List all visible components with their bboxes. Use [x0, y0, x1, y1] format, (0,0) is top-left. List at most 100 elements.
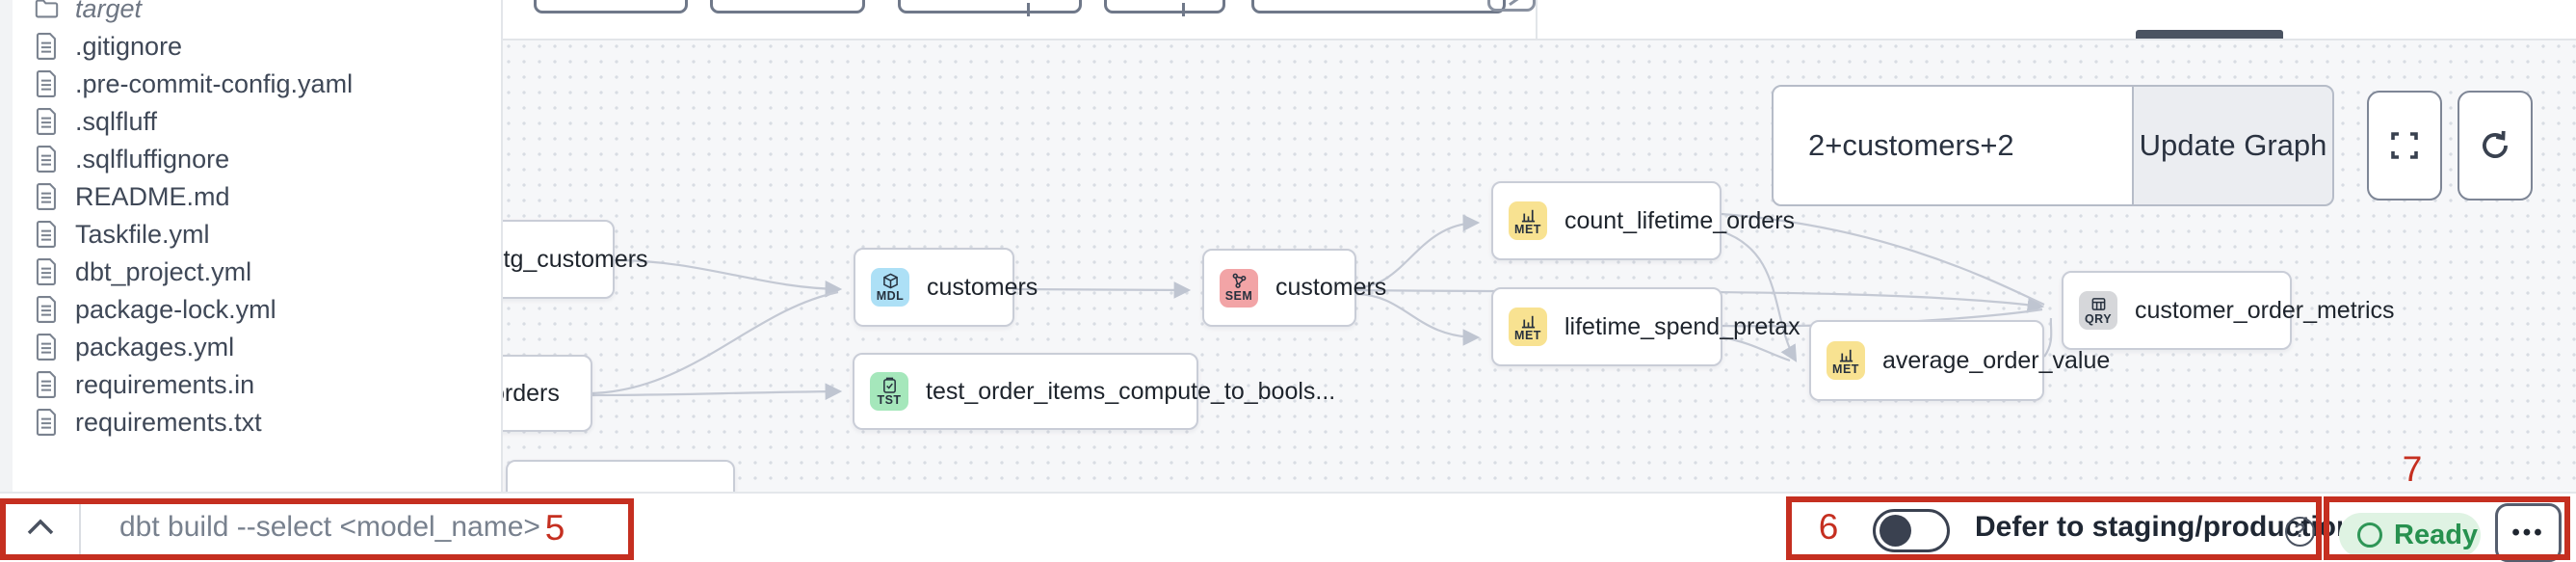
sidebar-gutter [0, 0, 13, 561]
selector-input[interactable]: 2+customers+2 [1772, 85, 2134, 206]
test-badge: TST [870, 372, 908, 411]
divider [79, 499, 81, 559]
file-row[interactable]: requirements.txt [13, 404, 499, 441]
defer-toggle[interactable] [1873, 509, 1950, 552]
file-icon [36, 371, 56, 398]
node-average-order-value[interactable]: MET average_order_value [1809, 320, 2110, 401]
file-row[interactable]: requirements.in [13, 366, 499, 403]
file-row[interactable]: .pre-commit-config.yaml [13, 66, 499, 102]
node-stg-customers[interactable]: stg_customers [503, 220, 648, 299]
node-count-lifetime-orders[interactable]: MET count_lifetime_orders [1491, 181, 1795, 260]
bar-chart-icon [1521, 315, 1535, 329]
node-test-order-items[interactable]: TST test_order_items_compute_to_bools... [853, 353, 1335, 430]
folder-icon [35, 0, 59, 18]
file-name: .pre-commit-config.yaml [75, 68, 354, 98]
toolbar-button[interactable] [710, 0, 865, 13]
node-label: average_order_value [1882, 346, 2111, 374]
file-icon [36, 33, 56, 60]
file-icon [36, 108, 56, 135]
file-name: package-lock.yml [75, 294, 276, 324]
node-customers-model[interactable]: MDL customers [854, 248, 1038, 327]
toolbar-button[interactable] [534, 0, 688, 13]
toolbar-button-group[interactable] [898, 0, 1082, 16]
table-icon [2091, 297, 2105, 310]
node-label: customers [1275, 274, 1387, 301]
command-input[interactable]: dbt build --select <model_name> [119, 511, 540, 543]
collapse-panel-button[interactable] [19, 503, 62, 551]
node-customer-order-metrics[interactable]: QRY customer_order_metrics [2062, 271, 2395, 350]
bar-chart-icon [1521, 209, 1535, 223]
node-label: lifetime_spend_pretax [1564, 312, 1801, 340]
fullscreen-icon [2391, 132, 2418, 159]
metric-badge: MET [1509, 201, 1547, 240]
file-name: packages.yml [75, 332, 235, 361]
selector-value: 2+customers+2 [1808, 128, 2014, 162]
file-icon [36, 334, 56, 361]
node-lifetime-spend-pretax[interactable]: MET lifetime_spend_pretax [1491, 287, 1801, 366]
file-name: .sqlfluff [75, 106, 158, 136]
node-label: test_order_items_compute_to_bools... [926, 377, 1336, 405]
file-row-target[interactable]: target [13, 0, 499, 27]
file-icon [36, 146, 56, 173]
bar-chart-icon [1839, 349, 1853, 362]
file-icon [36, 183, 56, 210]
file-name: requirements.txt [75, 407, 262, 437]
command-bar: dbt build --select <model_name> 6 Defer … [0, 492, 2576, 562]
node-orders[interactable]: orders [491, 355, 592, 432]
file-name: requirements.in [75, 369, 255, 399]
node-label: orders [491, 379, 560, 407]
file-icon [36, 258, 56, 285]
semantic-badge: SEM [1220, 268, 1258, 308]
file-row[interactable]: .sqlfluffignore [13, 141, 499, 177]
file-name: .sqlfluffignore [75, 144, 230, 174]
file-icon [36, 409, 56, 436]
metric-badge: MET [1827, 341, 1865, 380]
file-row[interactable]: Taskfile.yml [13, 216, 499, 253]
toolbar-button-group[interactable] [1104, 0, 1225, 16]
help-icon[interactable]: ? [2285, 517, 2315, 547]
toolbar-icon-button[interactable] [1487, 0, 1536, 12]
file-icon [36, 221, 56, 248]
active-tab-indicator [2136, 30, 2283, 39]
clipboard-check-icon [882, 377, 896, 393]
file-row[interactable]: dbt_project.yml [13, 254, 499, 290]
metric-badge: MET [1509, 308, 1547, 346]
annotation-number-7: 7 [2402, 449, 2423, 489]
file-row[interactable]: README.md [13, 178, 499, 215]
cube-icon [882, 273, 898, 289]
file-row[interactable]: packages.yml [13, 329, 499, 365]
status-circle-icon [2357, 522, 2382, 548]
status-badge[interactable]: Ready [2339, 513, 2481, 557]
file-name: target [75, 0, 143, 23]
status-label: Ready [2394, 519, 2479, 550]
file-row[interactable]: .sqlfluff [13, 103, 499, 140]
node-label: customer_order_metrics [2135, 296, 2395, 324]
query-badge: QRY [2079, 291, 2117, 330]
file-row[interactable]: .gitignore [13, 28, 499, 65]
file-icon [36, 70, 56, 97]
file-name: Taskfile.yml [75, 219, 210, 249]
annotation-number-6: 6 [1818, 507, 1839, 547]
chevron-up-icon [27, 519, 54, 535]
refresh-icon [2483, 130, 2508, 158]
toggle-knob [1879, 515, 1911, 547]
graph-nodes-icon [1232, 273, 1246, 289]
more-options-button[interactable]: ••• [2495, 503, 2562, 562]
file-name: README.md [75, 181, 230, 211]
refresh-button[interactable] [2458, 91, 2533, 201]
top-toolbar [503, 0, 2576, 40]
panel-divider [1536, 0, 1538, 39]
file-explorer: target .gitignore .pre-commit-config.yam… [0, 0, 503, 561]
file-row[interactable]: package-lock.yml [13, 291, 499, 328]
file-icon [36, 296, 56, 323]
node-label: customers [927, 273, 1038, 301]
update-graph-button[interactable]: Update Graph [2132, 85, 2334, 206]
file-name: .gitignore [75, 31, 183, 61]
node-customers-semantic[interactable]: SEM customers [1202, 249, 1386, 327]
fullscreen-button[interactable] [2367, 91, 2442, 201]
file-name: dbt_project.yml [75, 256, 252, 286]
toolbar-button[interactable] [1251, 0, 1506, 13]
node-label: stg_customers [491, 245, 648, 273]
annotation-number-5: 5 [544, 508, 565, 548]
